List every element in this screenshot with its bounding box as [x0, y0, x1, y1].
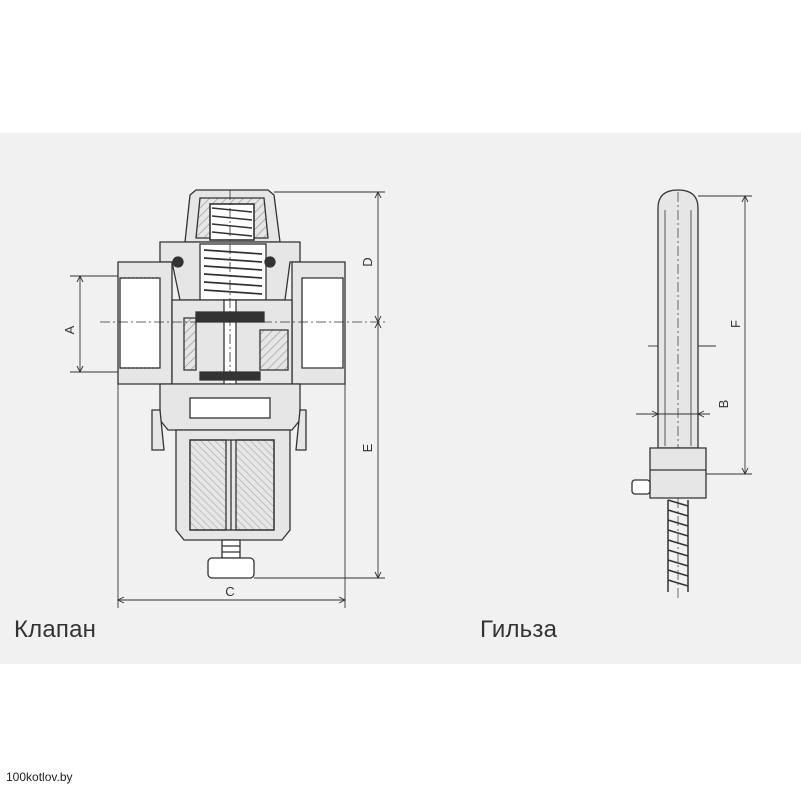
dim-label-f: F — [728, 320, 743, 328]
dim-label-e: E — [360, 443, 375, 452]
site-watermark: 100kotlov.by — [6, 770, 73, 784]
valve-dimensions — [70, 190, 385, 608]
drain-plug — [207, 557, 255, 579]
gasket-right — [264, 256, 276, 268]
spring-main — [203, 249, 263, 295]
sleeve-caption: Гильза — [480, 616, 558, 643]
filter-cartridge-right — [235, 439, 275, 531]
dim-label-c: C — [225, 584, 234, 599]
valve-drawing — [117, 189, 346, 579]
sleeve-nut — [649, 447, 707, 499]
sleeve-drawing — [631, 189, 707, 600]
filter-cartridge-left — [189, 439, 227, 531]
spring-upper — [209, 203, 255, 241]
dim-label-a: A — [62, 325, 77, 334]
dim-label-d: D — [360, 257, 375, 266]
sleeve-spring — [667, 499, 689, 592]
sleeve-set-screw — [631, 479, 651, 495]
sleeve-dimensions — [636, 194, 752, 476]
gasket-left — [172, 256, 184, 268]
valve-caption: Клапан — [14, 616, 97, 643]
dim-label-b: B — [716, 400, 731, 409]
